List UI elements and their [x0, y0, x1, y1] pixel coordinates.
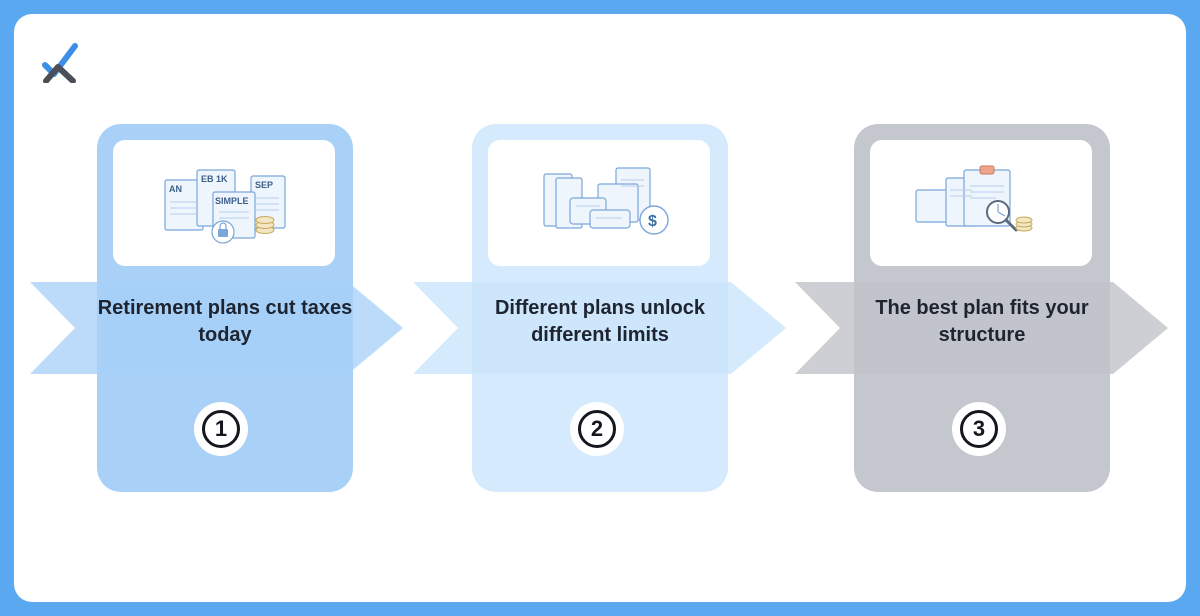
magnifier-icon: [986, 200, 1018, 232]
lock-bag-icon: [211, 220, 235, 244]
svg-text:$: $: [648, 213, 657, 230]
step-3-number-badge: 3: [952, 402, 1006, 456]
step-1-number: 1: [202, 410, 240, 448]
step-2-number-badge: 2: [570, 402, 624, 456]
svg-text:EB 1K: EB 1K: [201, 174, 228, 184]
step-1-number-badge: 1: [194, 402, 248, 456]
svg-text:AN: AN: [169, 184, 182, 194]
cards-icon: $: [543, 167, 669, 235]
step-1-illustration: AN EB 1K SEP SIMPLE: [113, 140, 335, 266]
svg-text:SEP: SEP: [255, 180, 273, 190]
clipboard-icon: [915, 165, 1033, 232]
svg-text:SIMPLE: SIMPLE: [215, 196, 249, 206]
coins-icon: [255, 216, 275, 234]
step-2-number: 2: [578, 410, 616, 448]
step-2-illustration: $: [488, 140, 710, 266]
step-3-title: The best plan fits your structure: [875, 297, 1089, 346]
step-1-title: Retirement plans cut taxes today: [97, 297, 353, 346]
step-2-title: Different plans unlock different limits: [494, 297, 706, 346]
coins-icon: [1015, 216, 1033, 232]
step-3-illustration: [870, 140, 1092, 266]
documents-icon: AN EB 1K SEP SIMPLE: [164, 169, 286, 244]
logo-icon: [42, 43, 78, 83]
money-bag-icon: $: [639, 205, 669, 235]
step-3-number: 3: [960, 410, 998, 448]
